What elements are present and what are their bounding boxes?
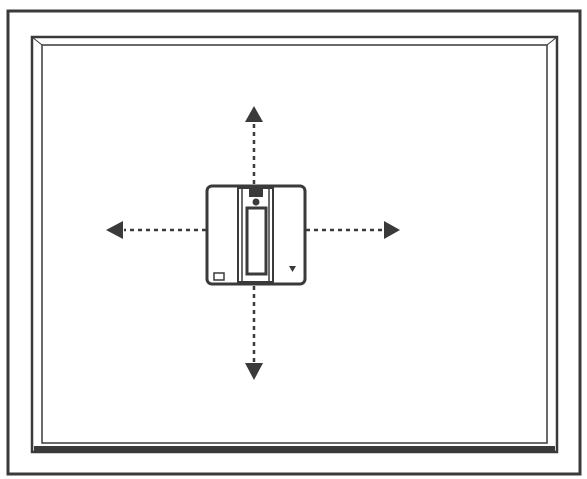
movement-arrows [106,106,400,380]
device-port-icon [213,272,225,281]
device-indicator-icon [289,266,296,272]
inner-frame [30,35,559,454]
device-top-button-icon [252,198,260,206]
window-cleaning-robot [205,184,307,286]
bevel-line [546,36,558,46]
arrow-down [245,286,263,380]
window-sill [34,446,555,451]
device-top-connector [249,188,263,197]
window-frame [6,9,582,476]
arrow-up [245,106,263,184]
window-pane [41,44,548,444]
outer-frame [6,9,582,476]
device-slot [245,206,268,276]
bevel-line [31,36,43,46]
arrow-right [306,221,400,239]
arrow-left [106,221,206,239]
